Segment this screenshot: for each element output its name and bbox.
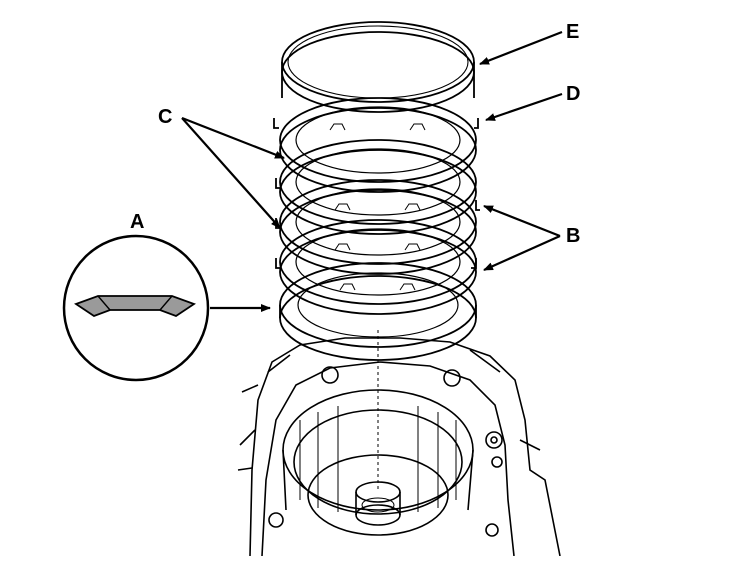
end-plate [281,21,475,113]
clutch-plate-3 [275,179,480,275]
leader-b-upper [483,204,561,238]
clutch-plate-4 [275,219,477,315]
leader-lines [181,30,563,312]
label-e: E [566,21,580,43]
leader-d [485,92,563,122]
label-c: C [158,106,173,128]
waved-plate [279,262,477,361]
label-d: D [566,83,581,105]
transmission-housing [237,330,561,557]
label-b: B [566,225,581,247]
leader-c-upper [181,116,285,160]
label-a: A [130,211,145,233]
clutch-plate-stack [273,21,480,361]
leader-e [479,30,563,66]
leader-b-lower [483,234,561,272]
leader-c-lower [181,117,281,229]
clutch-plate-2 [275,139,477,235]
waved-plate-detail [62,234,210,382]
clutch-plate-1 [273,97,479,193]
